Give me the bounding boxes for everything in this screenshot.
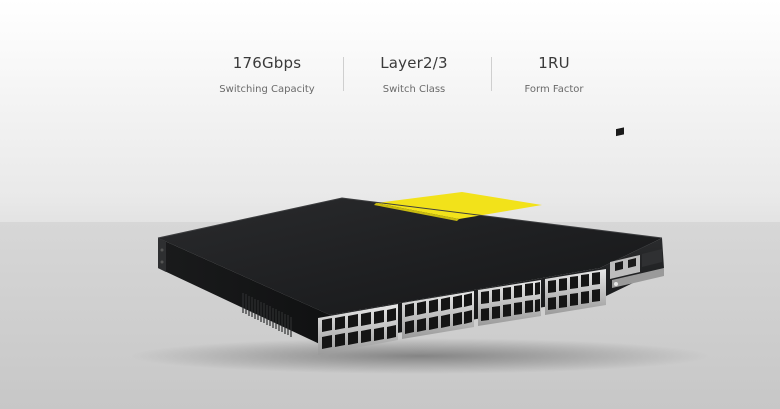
chassis-label [376,192,542,219]
spec-divider [491,57,492,91]
chassis-top [158,198,662,315]
spec-bar: 176Gbps Switching Capacity Layer2/3 Swit… [0,44,780,104]
tray-screw [614,282,618,286]
spec-label: Switch Class [382,84,446,95]
spec-switch-class: Layer2/3 Switch Class [344,54,484,95]
chassis-edge [157,197,663,239]
rack-ear [158,238,166,272]
console-port [628,258,636,268]
sfp-ports [322,272,600,349]
chassis-label-edge [374,203,459,221]
spec-form-factor: 1RU Form Factor [484,54,624,95]
side-vents [242,293,292,337]
rack-screw [160,248,164,252]
chassis-side [158,238,330,346]
spec-divider [343,57,344,91]
mgmt-port [615,261,623,271]
spec-value: 1RU [538,54,570,72]
spec-value: Layer2/3 [380,54,448,72]
spec-label: Switching Capacity [219,84,315,95]
rack-screw [160,260,164,264]
spec-switching-capacity: 176Gbps Switching Capacity [197,54,337,95]
spec-label: Form Factor [524,84,584,95]
management-panel [610,127,664,288]
fan-tray [612,268,664,288]
product-shadow [130,338,710,374]
spec-value: 176Gbps [232,54,302,72]
rj45-port [616,127,624,137]
